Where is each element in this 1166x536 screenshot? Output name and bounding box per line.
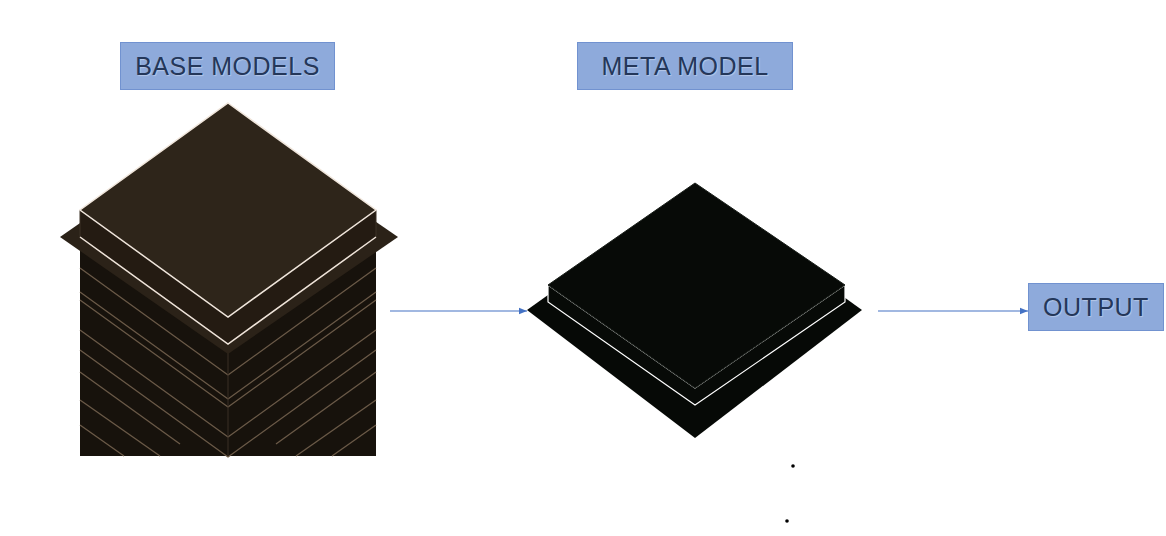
arrow-connector xyxy=(390,310,527,311)
stack-top-face xyxy=(80,103,376,317)
meta-top-face xyxy=(548,183,845,388)
output-box: OUTPUT xyxy=(1028,283,1164,331)
label-box: META MODEL xyxy=(577,42,793,90)
label-text: OUTPUT xyxy=(1043,293,1149,322)
arrow-connector xyxy=(878,310,1028,311)
dot xyxy=(785,519,789,523)
label-text: BASE MODELS xyxy=(135,52,320,81)
dot xyxy=(791,464,795,468)
model-node: BASE MODELS xyxy=(60,42,390,456)
label-box: OUTPUT xyxy=(1028,283,1164,331)
label-text: META MODEL xyxy=(601,52,768,81)
label-box: BASE MODELS xyxy=(120,42,335,90)
model-node: META MODEL xyxy=(527,42,878,438)
stack-edge xyxy=(228,340,229,456)
